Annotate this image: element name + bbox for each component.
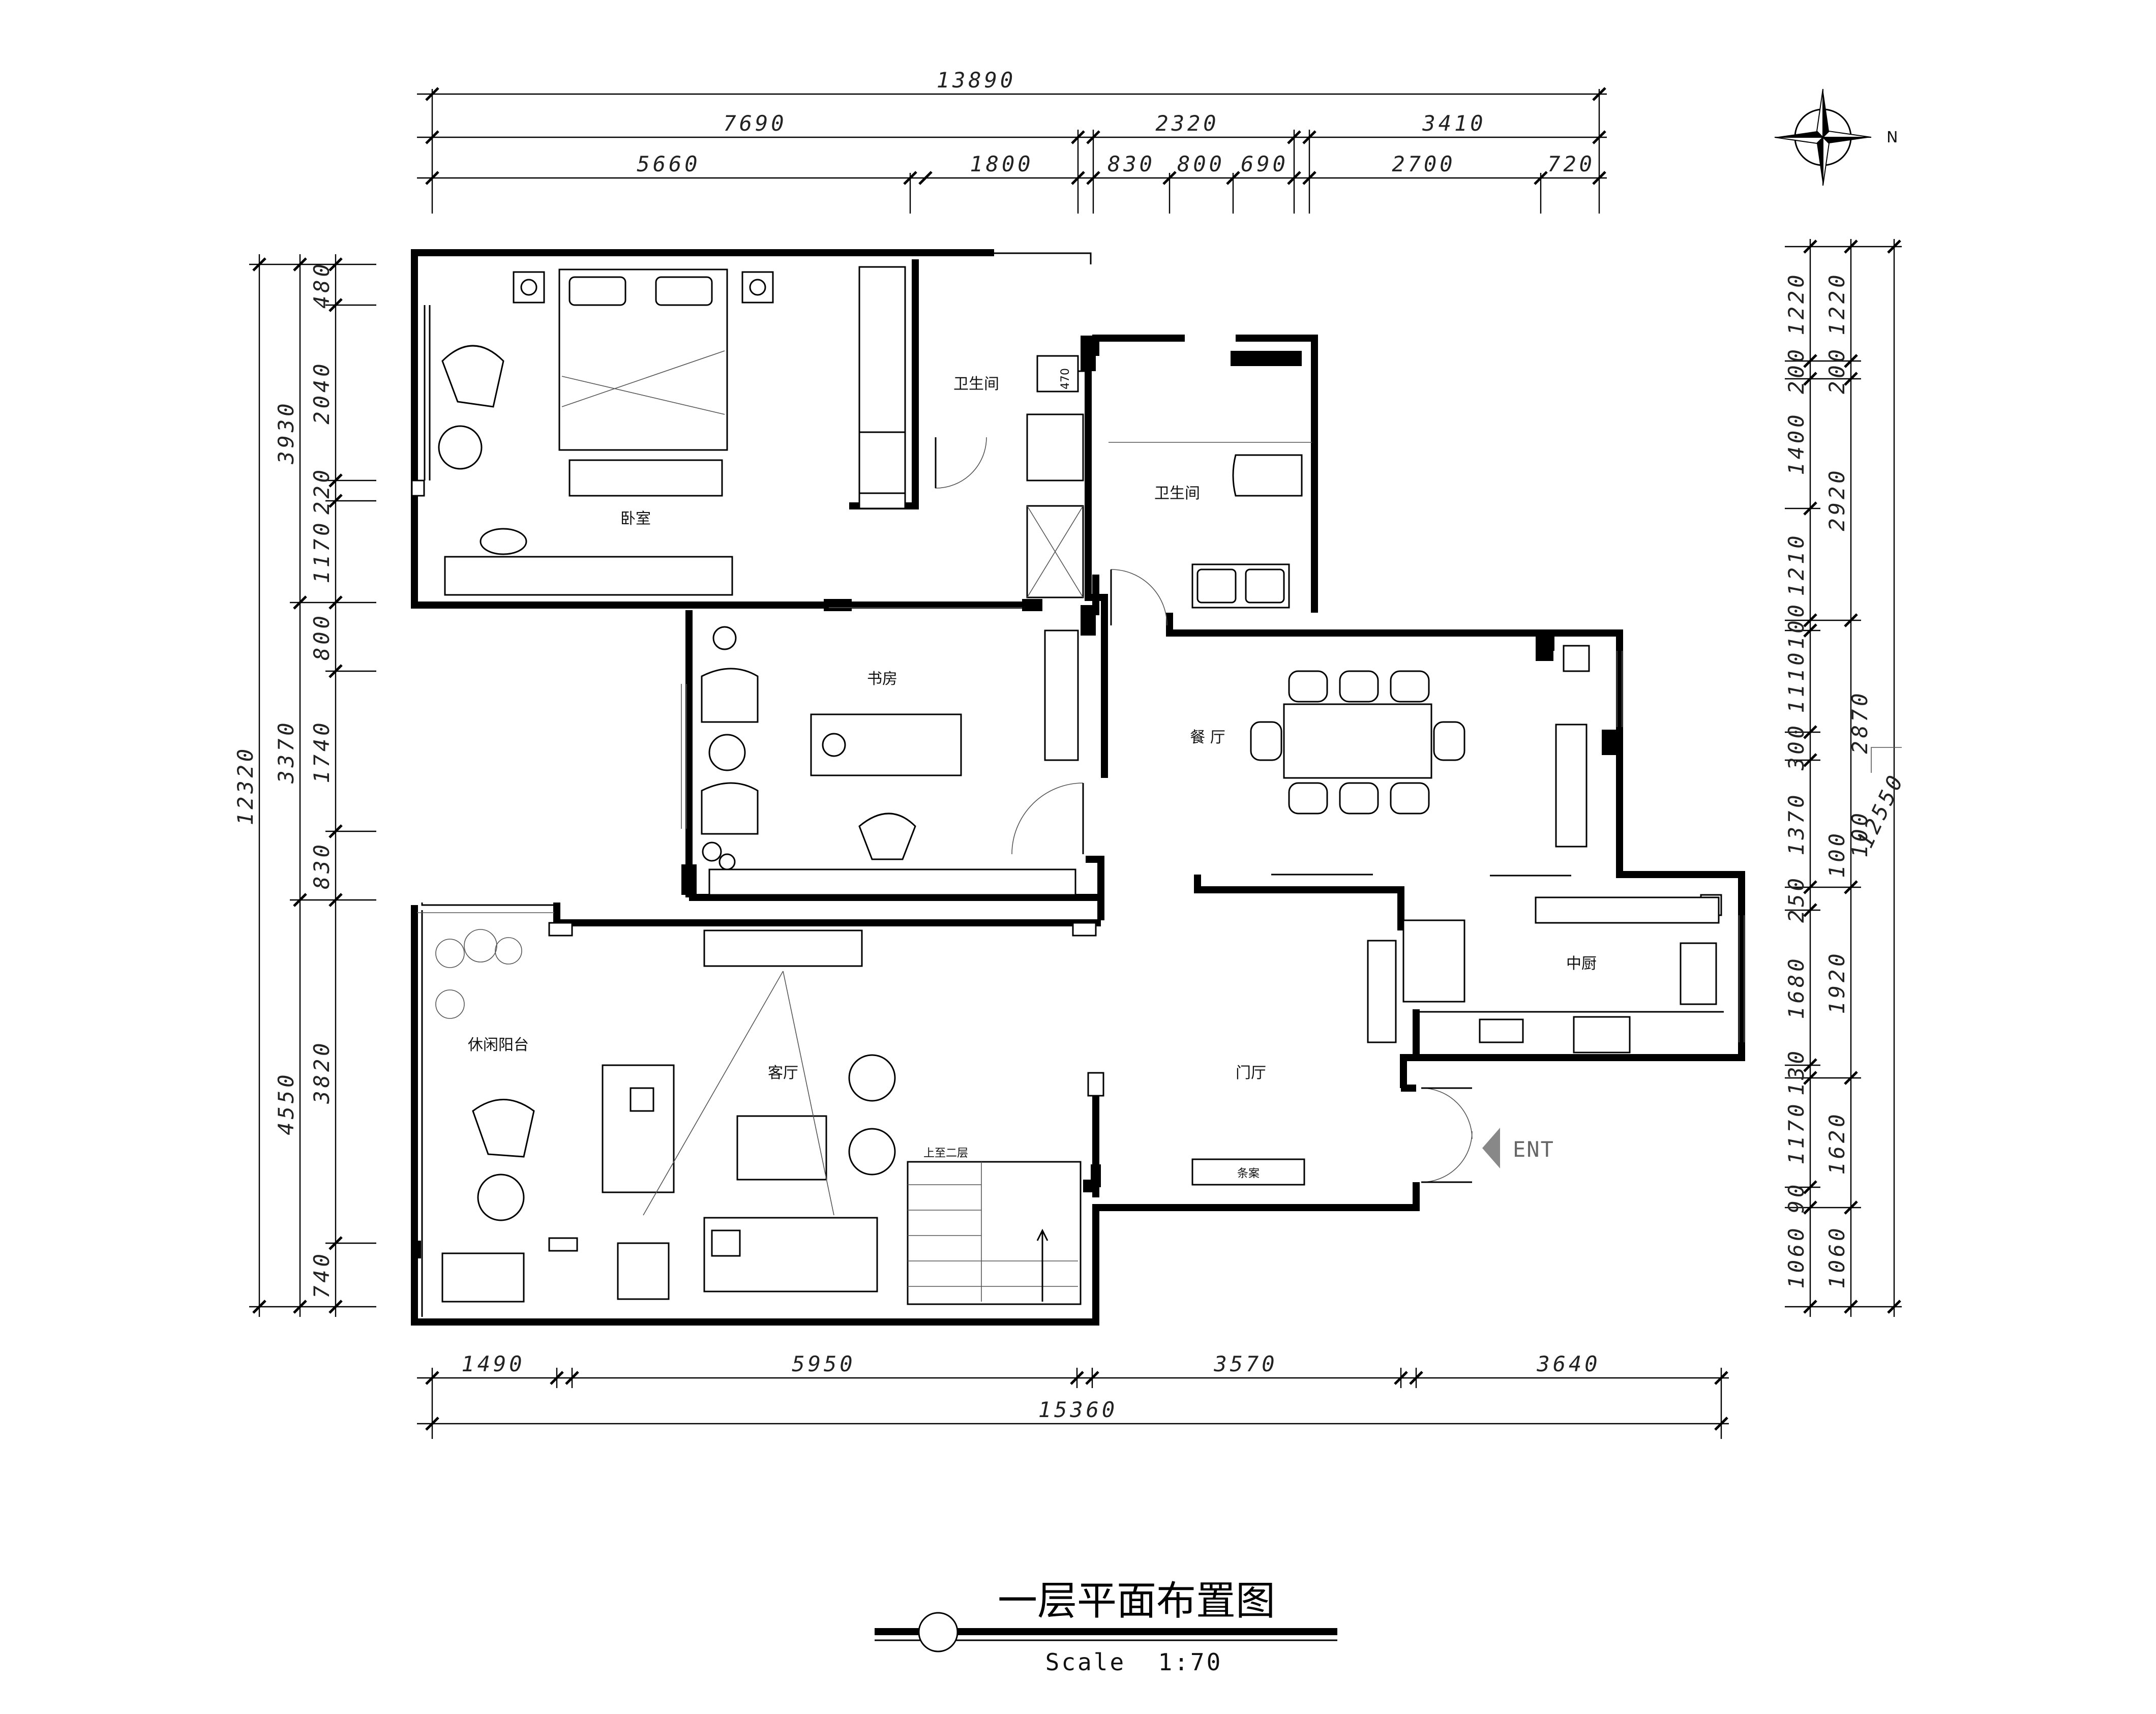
dim-left-inner-1: 2040 bbox=[309, 360, 334, 424]
dim-bottom-total: 15360 bbox=[1038, 1397, 1118, 1422]
dimension-lines bbox=[249, 87, 1902, 1439]
dim-bottom-1: 5950 bbox=[792, 1351, 855, 1376]
dim-right-inner-13: 1060 bbox=[1784, 1225, 1809, 1288]
room-label-living: 客厅 bbox=[768, 1064, 798, 1082]
dim-right-mid-1: 200 bbox=[1824, 346, 1849, 394]
dim-right-mid-6: 1920 bbox=[1824, 950, 1849, 1014]
dim-right-mid-0: 1220 bbox=[1824, 272, 1849, 335]
dim-right-inner-11: 1170 bbox=[1784, 1101, 1809, 1164]
room-label-bedroom: 卧室 bbox=[620, 510, 651, 528]
dim-right-inner-9: 1680 bbox=[1784, 955, 1809, 1019]
fixture-470-label: 470 bbox=[1059, 368, 1072, 389]
dim-top-row1-1: 2320 bbox=[1155, 111, 1219, 136]
dimension-labels: 13890 7690 2320 3410 5660 1800 830 800 6… bbox=[233, 68, 1909, 1422]
entrance-arrow-icon bbox=[1482, 1128, 1500, 1168]
dim-left-mid-1: 3370 bbox=[274, 719, 298, 784]
dim-right-inner-2: 1400 bbox=[1784, 411, 1809, 475]
dim-right-inner-0: 1220 bbox=[1784, 272, 1809, 335]
dim-left-inner-6: 830 bbox=[309, 841, 334, 889]
dim-right-inner-3: 1210 bbox=[1784, 532, 1809, 596]
dim-right-inner-6: 300 bbox=[1784, 723, 1809, 771]
room-label-bath2: 卫生间 bbox=[1154, 485, 1200, 502]
console-label: 条案 bbox=[1237, 1167, 1260, 1180]
dim-right-inner-10: 130 bbox=[1784, 1048, 1809, 1096]
dim-top-row2-1: 1800 bbox=[970, 152, 1033, 176]
dim-right-mid-4: 2870 bbox=[1847, 690, 1872, 754]
dim-left-mid-0: 3930 bbox=[274, 400, 298, 464]
drawing-title: 一层平面布置图 bbox=[998, 1578, 1275, 1624]
dim-right-inner-5: 1110 bbox=[1784, 649, 1809, 713]
room-labels: 卧室 卫生间 卫生间 书房 餐 厅 中厨 客厅 门厅 休闲阳台 上至二层 条案 bbox=[468, 375, 1597, 1180]
north-label: N bbox=[1887, 129, 1898, 146]
room-label-bath1: 卫生间 bbox=[953, 375, 999, 393]
dim-left-inner-8: 740 bbox=[309, 1251, 334, 1299]
entrance-label: ENT bbox=[1513, 1137, 1554, 1162]
dim-right-inner-12: 90 bbox=[1784, 1182, 1809, 1214]
furniture: 470 bbox=[435, 266, 1724, 1305]
dim-left-inner-3: 1170 bbox=[309, 520, 334, 583]
dim-top-row1-2: 3410 bbox=[1422, 111, 1486, 136]
dim-top-row1-0: 7690 bbox=[723, 111, 787, 136]
dim-left-inner-7: 3820 bbox=[309, 1040, 334, 1104]
room-label-foyer: 门厅 bbox=[1236, 1064, 1266, 1082]
dim-top-row2-2: 830 bbox=[1107, 152, 1155, 176]
dim-right-inner-1: 200 bbox=[1784, 346, 1809, 394]
room-label-stairs: 上至二层 bbox=[923, 1147, 968, 1160]
dim-top-row2-0: 5660 bbox=[637, 152, 700, 176]
room-label-dining: 餐 厅 bbox=[1190, 729, 1225, 746]
dim-right-mid-7: 1620 bbox=[1824, 1111, 1849, 1175]
room-label-kitchen: 中厨 bbox=[1566, 955, 1597, 973]
drawing-scale: Scale 1:70 bbox=[1045, 1648, 1223, 1676]
room-label-balcony: 休闲阳台 bbox=[468, 1036, 529, 1054]
dim-right-mid-2: 2920 bbox=[1824, 467, 1849, 531]
entrance-marker: ENT bbox=[1482, 1128, 1554, 1168]
room-label-study: 书房 bbox=[867, 670, 897, 688]
dim-left-inner-4: 800 bbox=[309, 613, 334, 660]
dim-top-row2-3: 800 bbox=[1177, 152, 1225, 176]
dim-right-mid-5: 100 bbox=[1847, 810, 1872, 858]
scale-circle-icon bbox=[918, 1612, 959, 1652]
dim-top-total: 13890 bbox=[937, 68, 1016, 93]
dim-left-total: 12320 bbox=[233, 746, 258, 825]
dim-top-row2-4: 690 bbox=[1241, 152, 1289, 176]
dim-left-mid-2: 4550 bbox=[274, 1071, 298, 1135]
dim-right-mid-8: 1060 bbox=[1824, 1225, 1849, 1288]
dim-bottom-0: 1490 bbox=[461, 1351, 525, 1376]
dim-bottom-2: 3570 bbox=[1213, 1351, 1277, 1376]
dim-left-inner-2: 220 bbox=[309, 467, 334, 515]
dim-right-inner-4: 100 bbox=[1784, 602, 1809, 649]
dim-right-inner-8: 250 bbox=[1784, 875, 1809, 923]
walls bbox=[411, 249, 1745, 1326]
doors bbox=[935, 437, 1473, 1183]
dim-top-row2-5: 2700 bbox=[1392, 152, 1455, 176]
dim-bottom-3: 3640 bbox=[1536, 1351, 1600, 1376]
dim-left-inner-5: 1740 bbox=[309, 719, 334, 783]
dim-right-inner-7: 1370 bbox=[1784, 792, 1809, 855]
title-block: 一层平面布置图 Scale 1:70 bbox=[875, 1578, 1337, 1676]
compass-rose-icon: N bbox=[1774, 88, 1898, 186]
dim-top-row2-6: 720 bbox=[1547, 152, 1595, 176]
dim-left-inner-0: 480 bbox=[309, 261, 334, 309]
dim-right-mid-3: 100 bbox=[1824, 830, 1849, 878]
